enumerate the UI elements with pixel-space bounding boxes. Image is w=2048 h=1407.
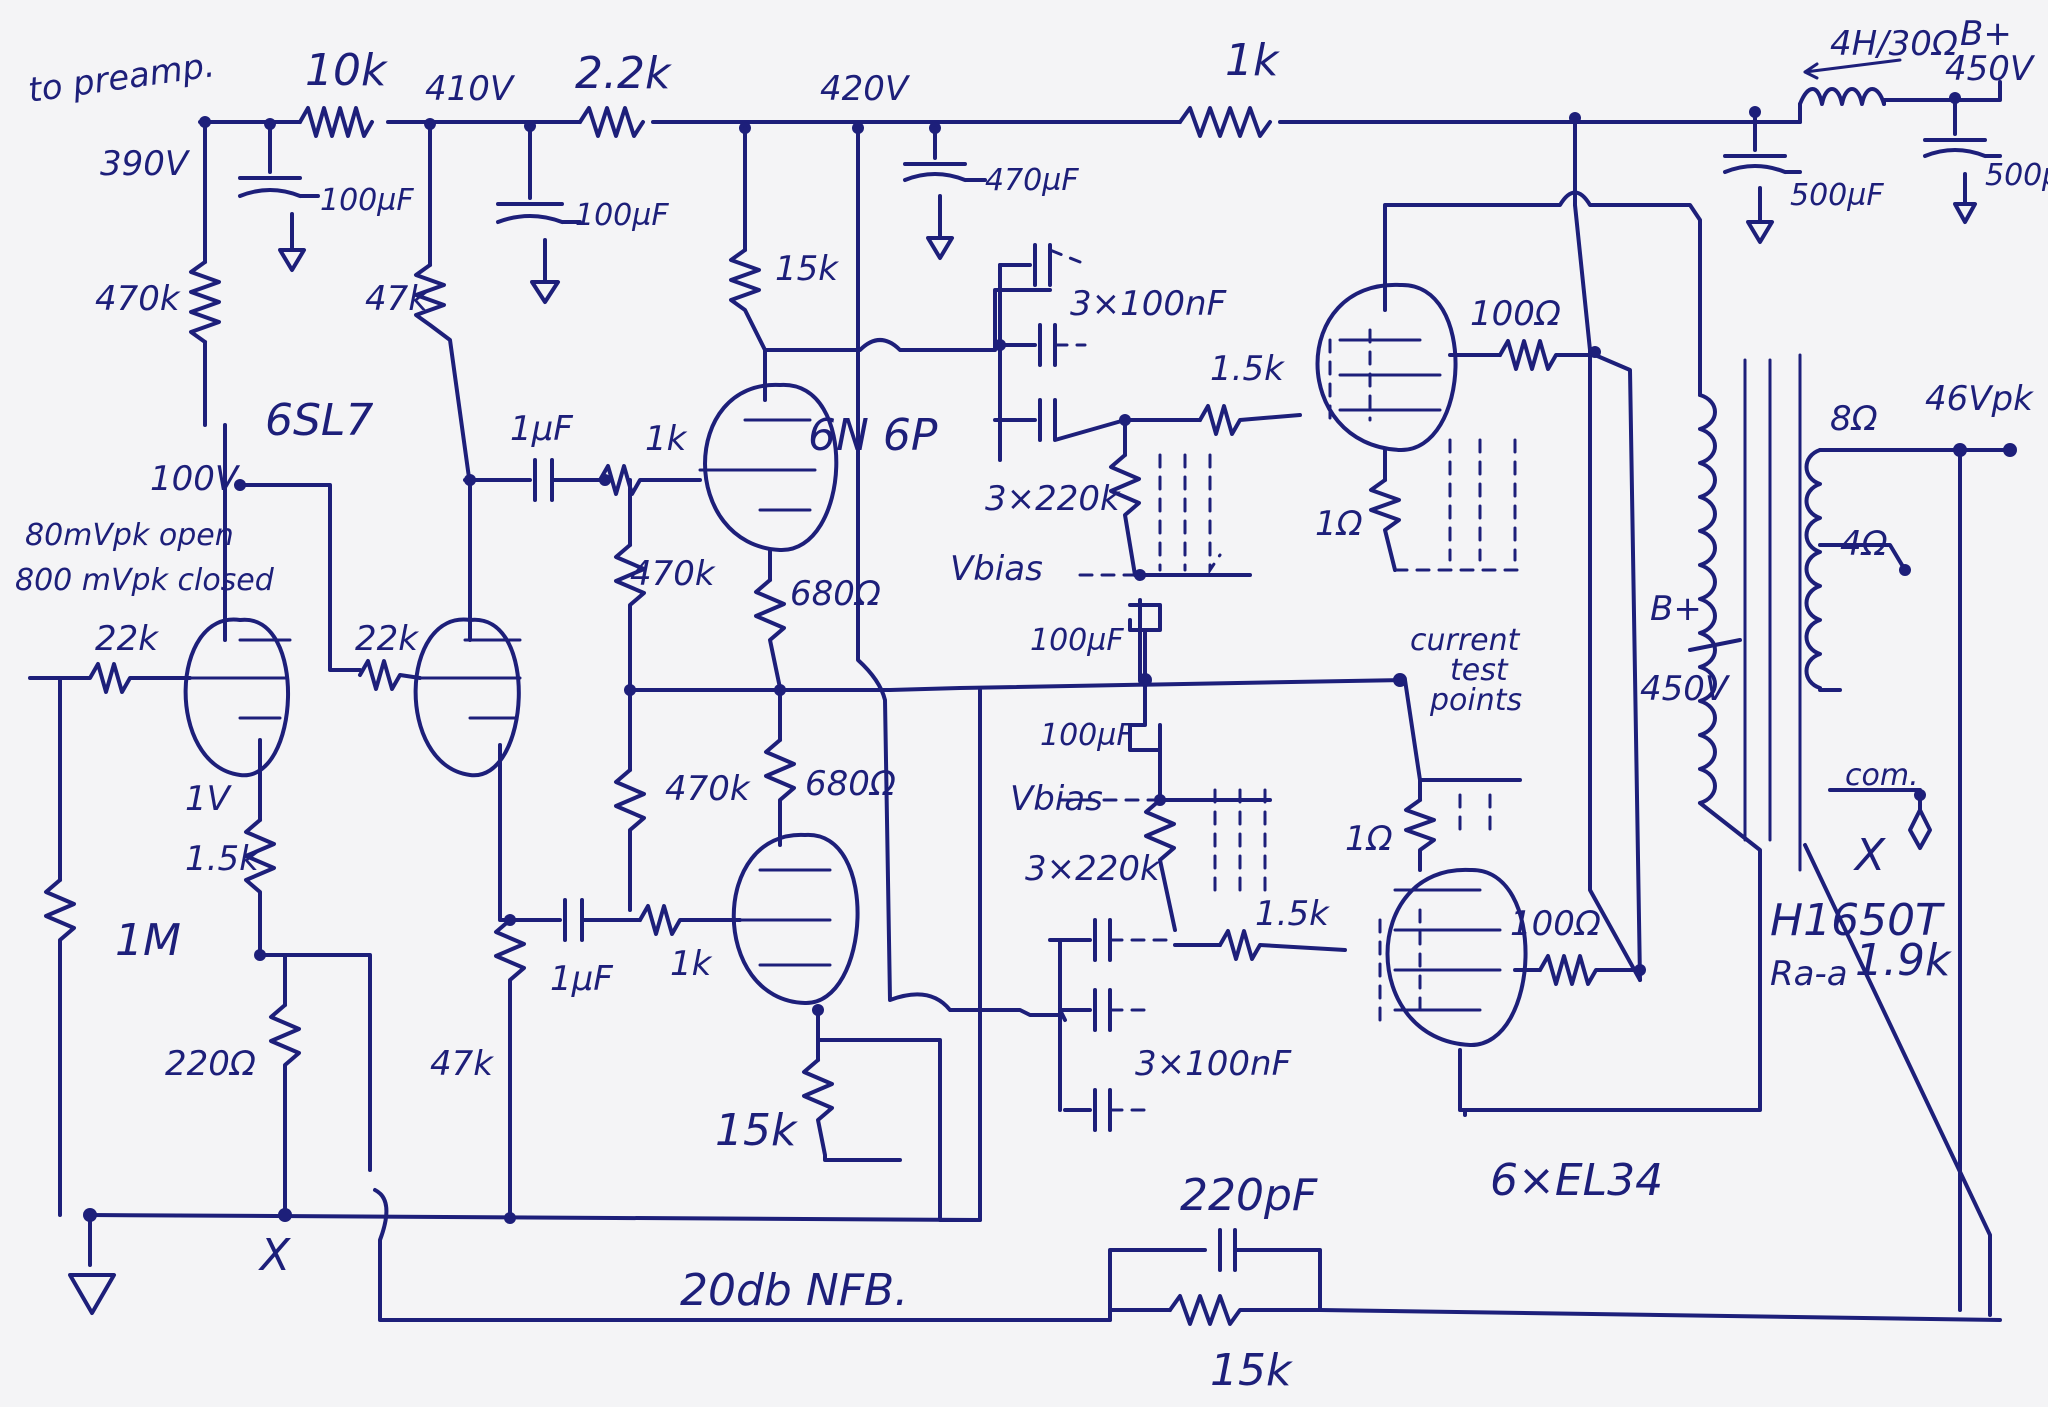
ground-and-feedback (68, 1188, 2002, 1326)
label-1uf-b: 1µF (550, 959, 613, 999)
label-1-5k-c: 1.5k (1255, 894, 1330, 934)
label-4ohm: 4Ω (1840, 524, 1888, 564)
label-100uf-b: 100µF (575, 198, 669, 233)
label-current: current (1410, 623, 1521, 658)
label-500uf-b: 500µF (1985, 158, 2048, 193)
label-100uf-a: 100µF (320, 183, 414, 218)
label-47k-b: 47k (430, 1044, 494, 1084)
label-470k-a: 470k (95, 279, 181, 319)
label-46vpk: 46Vpk (1925, 379, 2034, 419)
label-1ohm-a: 1Ω (1315, 504, 1363, 544)
label-raa-value: 1.9k (1855, 935, 1952, 986)
label-vbias-b: Vbias (1010, 779, 1103, 819)
label-420v: 420V (820, 69, 911, 109)
schematic-labels: to preamp. 390V 10k 410V 2.2k 420V 1k 4H… (15, 14, 2048, 1396)
label-10k: 10k (305, 45, 388, 96)
label-1m: 1M (115, 915, 181, 966)
output-tubes-el34 (1315, 282, 1528, 1048)
supply-rail (198, 58, 2002, 138)
label-h1650t: H1650T (1770, 895, 1945, 946)
label-points: points (1429, 683, 1522, 718)
label-bplus-mid: B+ (1650, 589, 1702, 629)
label-20db-nfb: 20db NFB. (680, 1265, 908, 1316)
label-450v-top: 450V (1945, 49, 2036, 89)
label-to-preamp: to preamp. (26, 45, 218, 111)
label-15k-nfb: 15k (1210, 1345, 1293, 1396)
ground-nodes (83, 339, 1407, 1224)
grid-coupling-caps (993, 243, 1347, 1132)
label-6n6p: 6N 6P (808, 410, 938, 461)
label-470uf: 470µF (985, 163, 1079, 198)
label-3x100nf-b: 3×100nF (1135, 1044, 1292, 1084)
label-220ohm: 220Ω (165, 1044, 256, 1084)
label-390v: 390V (100, 144, 191, 184)
label-100ohm-b: 100Ω (1510, 904, 1601, 944)
label-1v: 1V (185, 779, 233, 819)
label-22k-a: 22k (95, 619, 159, 659)
label-1uf-a: 1µF (510, 409, 573, 449)
label-test: test (1450, 653, 1509, 688)
label-bplus-top: B+ (1960, 14, 2012, 54)
label-47k-a: 47k (365, 279, 429, 319)
label-raa: Ra-a (1770, 954, 1848, 994)
label-450v-mid: 450V (1640, 669, 1731, 709)
label-3x220k-a: 3×220k (985, 479, 1121, 519)
stage1-wiring (28, 120, 962, 1217)
label-680-b: 680Ω (805, 764, 896, 804)
label-15k-a: 15k (775, 249, 839, 289)
label-x-output: X (1853, 830, 1886, 881)
label-com: com. (1845, 758, 1919, 793)
label-1-5k-b: 1.5k (185, 839, 260, 879)
label-choke: 4H/30Ω (1830, 24, 1958, 64)
label-470k-b: 470k (630, 554, 716, 594)
splitter-wiring (729, 126, 1405, 1222)
label-100uf-c: 100µF (1030, 623, 1124, 658)
label-500uf-a: 500µF (1790, 178, 1884, 213)
label-100uf-d: 100µF (1040, 718, 1134, 753)
label-1-5k-a: 1.5k (1210, 349, 1285, 389)
label-80mvpk-open: 80mVpk open (25, 518, 234, 553)
tube-6sl7 (183, 617, 522, 778)
label-2-2k: 2.2k (575, 48, 672, 99)
label-3x100nf-a: 3×100nF (1070, 284, 1227, 324)
label-15k-b: 15k (715, 1105, 798, 1156)
label-6xel34: 6×EL34 (1490, 1155, 1663, 1206)
label-220pf: 220pF (1180, 1170, 1318, 1221)
label-680-a: 680Ω (790, 574, 881, 614)
label-410v: 410V (425, 69, 516, 109)
label-6sl7: 6SL7 (265, 395, 373, 446)
label-vbias-a: Vbias (950, 549, 1043, 589)
label-470k-c: 470k (665, 769, 751, 809)
label-1k-a: 1k (645, 419, 688, 459)
tube-6n6p (698, 382, 860, 1006)
label-x-ground: X (258, 1230, 291, 1281)
label-100v: 100V (150, 459, 241, 499)
output-wiring (1369, 116, 1762, 1117)
label-100ohm-a: 100Ω (1470, 294, 1561, 334)
output-terminals (1589, 346, 2017, 976)
label-8ohm: 8Ω (1830, 399, 1878, 439)
label-22k-b: 22k (355, 619, 419, 659)
output-transformer (1688, 353, 2012, 1317)
label-800mvpk-closed: 800 mVpk closed (15, 563, 275, 598)
decoupling-capacitors (238, 96, 2002, 304)
label-1k-b: 1k (670, 944, 713, 984)
label-3x220k-b: 3×220k (1025, 849, 1161, 889)
label-1ohm-b: 1Ω (1345, 819, 1393, 859)
label-1k-top: 1k (1225, 35, 1280, 86)
